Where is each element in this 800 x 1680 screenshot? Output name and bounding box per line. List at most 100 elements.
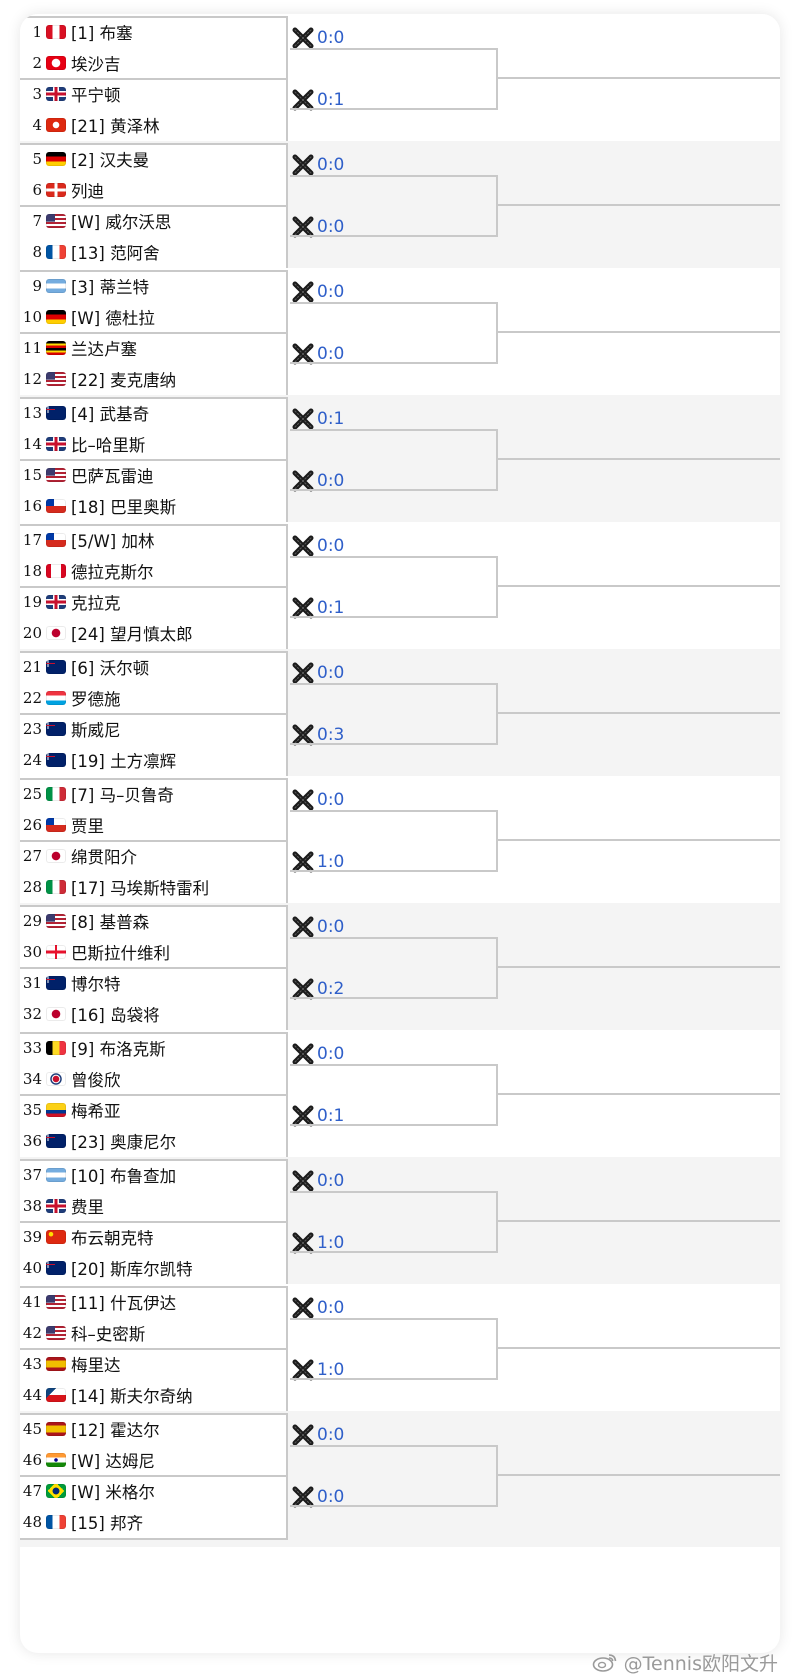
match-result[interactable]: 0:0 (292, 154, 344, 176)
match-result[interactable]: 0:0 (292, 1297, 344, 1319)
player-row[interactable]: 32[16] 岛袋将 (20, 998, 288, 1030)
match-result[interactable]: 0:0 (292, 535, 344, 557)
match-result[interactable]: 0:0 (292, 1486, 344, 1508)
taipei-flag-icon (46, 1072, 66, 1086)
player-row[interactable]: 47[W] 米格尔 (20, 1475, 288, 1507)
x-icon (292, 1170, 314, 1192)
player-row[interactable]: 28[17] 马埃斯特雷利 (20, 871, 288, 903)
match-result[interactable]: 0:1 (292, 597, 344, 619)
match-result[interactable]: 0:0 (292, 27, 344, 49)
player-row[interactable]: 36[23] 奥康尼尔 (20, 1125, 288, 1157)
head-to-head-score[interactable]: 0:0 (317, 1044, 345, 1064)
player-row[interactable]: 33[9] 布洛克斯 (20, 1032, 288, 1064)
head-to-head-score[interactable]: 0:0 (317, 790, 345, 810)
match-result[interactable]: 0:0 (292, 1424, 344, 1446)
head-to-head-score[interactable]: 0:0 (317, 282, 345, 302)
match-result[interactable]: 0:0 (292, 343, 344, 365)
player-row[interactable]: 37[10] 布鲁查加 (20, 1159, 288, 1191)
head-to-head-score[interactable]: 0:0 (317, 663, 345, 683)
player-row[interactable]: 9[3] 蒂兰特 (20, 270, 288, 302)
match-result[interactable]: 0:0 (292, 470, 344, 492)
player-row[interactable]: 25[7] 马–贝鲁奇 (20, 778, 288, 810)
head-to-head-score[interactable]: 0:0 (317, 1171, 345, 1191)
match-result[interactable]: 1:0 (292, 1232, 344, 1254)
head-to-head-score[interactable]: 0:0 (317, 28, 345, 48)
head-to-head-score[interactable]: 0:0 (317, 471, 345, 491)
player-row[interactable]: 21[6] 沃尔顿 (20, 651, 288, 683)
head-to-head-score[interactable]: 1:0 (317, 852, 345, 872)
player-row[interactable]: 1[1] 布塞 (20, 16, 288, 48)
player-row[interactable]: 45[12] 霍达尔 (20, 1413, 288, 1445)
head-to-head-score[interactable]: 0:0 (317, 1425, 345, 1445)
match-result[interactable]: 0:0 (292, 1043, 344, 1065)
head-to-head-score[interactable]: 0:1 (317, 598, 345, 618)
player-row[interactable]: 44[14] 斯夫尔奇纳 (20, 1379, 288, 1411)
player-row[interactable]: 5[2] 汉夫曼 (20, 143, 288, 175)
player-row[interactable]: 10[W] 德杜拉 (20, 301, 288, 333)
player-row[interactable]: 16[18] 巴里奥斯 (20, 490, 288, 522)
x-icon (292, 343, 314, 365)
head-to-head-score[interactable]: 0:0 (317, 155, 345, 175)
match-result[interactable]: 0:0 (292, 916, 344, 938)
player-row[interactable]: 13[4] 武基奇 (20, 397, 288, 429)
head-to-head-score[interactable]: 0:1 (317, 409, 345, 429)
head-to-head-score[interactable]: 0:0 (317, 217, 345, 237)
player-row[interactable]: 4[21] 黄泽林 (20, 109, 288, 141)
match-result[interactable]: 0:1 (292, 89, 344, 111)
match-result[interactable]: 0:0 (292, 1170, 344, 1192)
head-to-head-score[interactable]: 0:0 (317, 917, 345, 937)
player-row[interactable]: 48[15] 邦齐 (20, 1506, 288, 1538)
head-to-head-score[interactable]: 0:3 (317, 725, 345, 745)
player-row[interactable]: 29[8] 基普森 (20, 905, 288, 937)
match-result[interactable]: 0:3 (292, 724, 344, 746)
head-to-head-score[interactable]: 0:1 (317, 1106, 345, 1126)
head-to-head-score[interactable]: 0:2 (317, 979, 345, 999)
player-row[interactable]: 12[22] 麦克唐纳 (20, 363, 288, 395)
player-row[interactable]: 7[W] 威尔沃思 (20, 205, 288, 237)
match-result[interactable]: 0:0 (292, 216, 344, 238)
match-result[interactable]: 0:0 (292, 789, 344, 811)
match-result[interactable]: 1:0 (292, 1359, 344, 1381)
match-result[interactable]: 0:0 (292, 662, 344, 684)
player-row[interactable]: 20[24] 望月慎太郎 (20, 617, 288, 649)
head-to-head-score[interactable]: 0:0 (317, 1298, 345, 1318)
match-result[interactable]: 1:0 (292, 851, 344, 873)
head-to-head-score[interactable]: 1:0 (317, 1233, 345, 1253)
argentina-flag-icon (46, 279, 66, 293)
player-row[interactable]: 41[11] 什瓦伊达 (20, 1286, 288, 1318)
head-to-head-score[interactable]: 0:0 (317, 1487, 345, 1507)
head-to-head-score[interactable]: 0:0 (317, 344, 345, 364)
player-row[interactable]: 46[W] 达姆尼 (20, 1444, 288, 1476)
match-result[interactable]: 0:2 (292, 978, 344, 1000)
player-row[interactable]: 24[19] 土方凛辉 (20, 744, 288, 776)
head-to-head-score[interactable]: 1:0 (317, 1360, 345, 1380)
player-row[interactable]: 17[5/W] 加林 (20, 524, 288, 556)
match-result[interactable]: 0:1 (292, 1105, 344, 1127)
match-result[interactable]: 0:1 (292, 408, 344, 430)
head-to-head-score[interactable]: 0:1 (317, 90, 345, 110)
match-result[interactable]: 0:0 (292, 281, 344, 303)
player-row[interactable]: 8[13] 范阿舍 (20, 236, 288, 268)
player-row[interactable]: 40[20] 斯库尔凯特 (20, 1252, 288, 1284)
head-to-head-score[interactable]: 0:0 (317, 536, 345, 556)
